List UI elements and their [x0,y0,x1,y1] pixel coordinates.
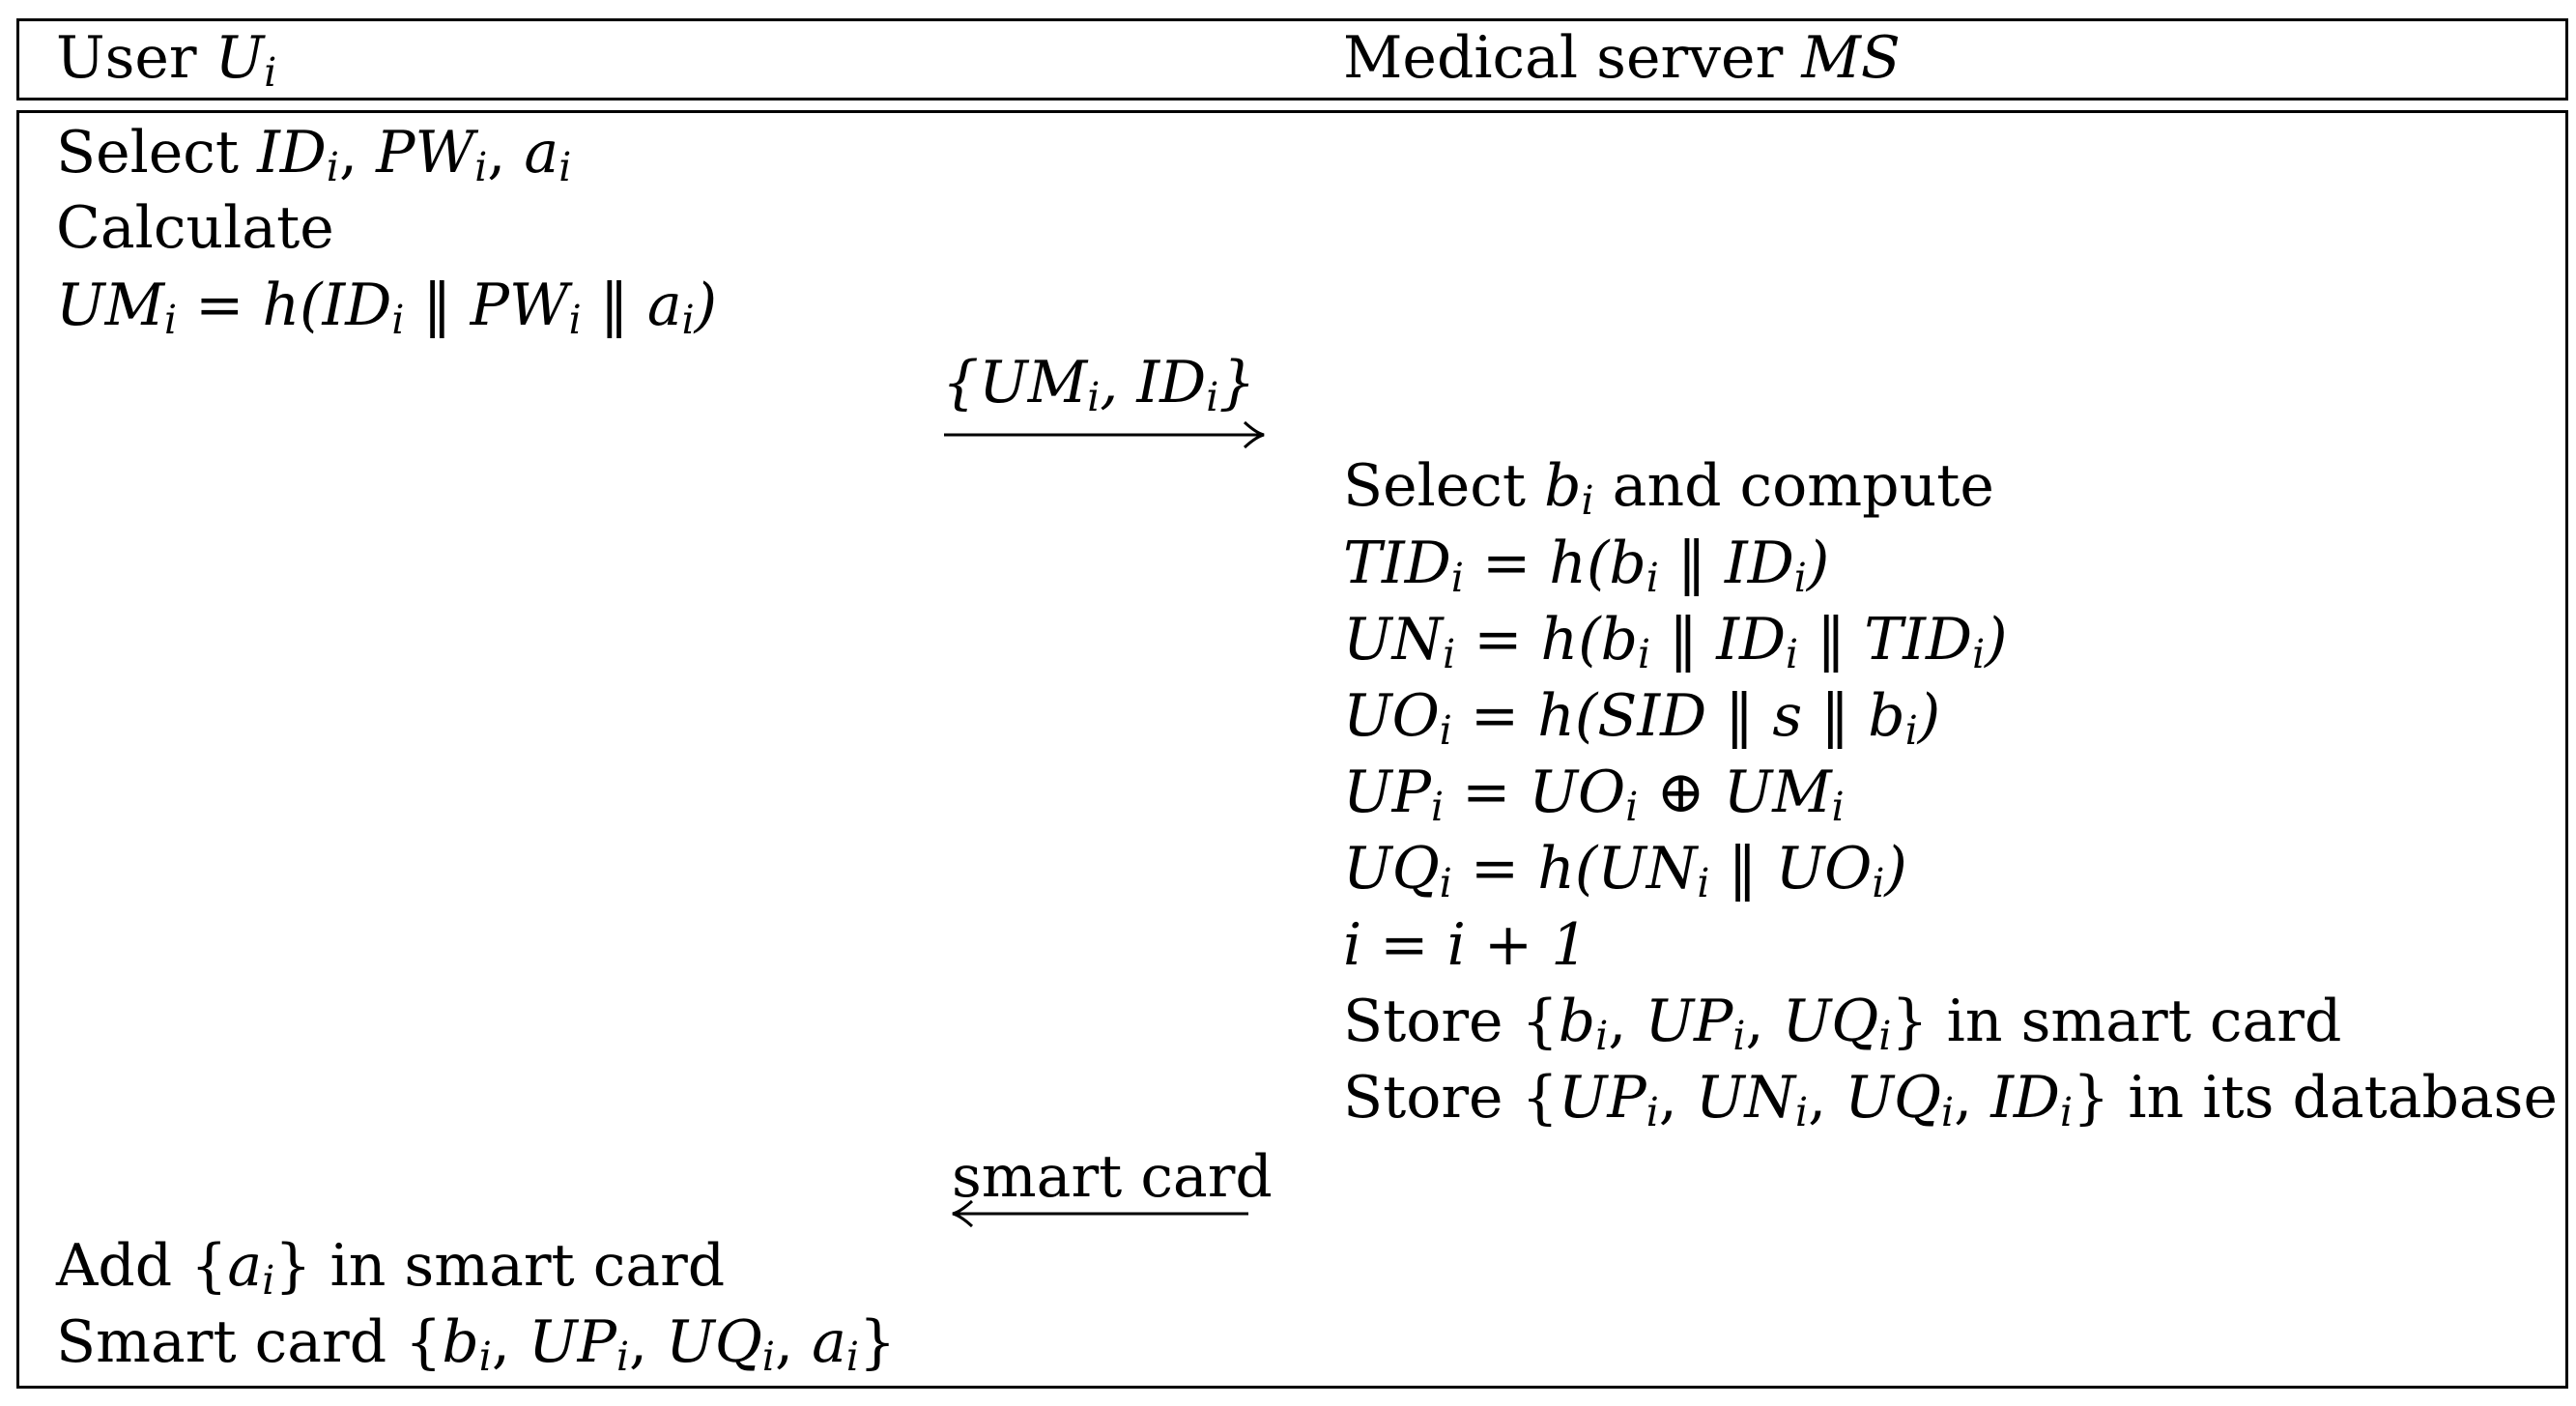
increment-equation: i = i + 1 [1343,911,1589,979]
message-to-user-label: smart card [952,1143,1273,1211]
uq-equation: UQi = h(UNi ‖ UOi) [1343,835,1907,906]
smart-card-line: Smart card {bi, UPi, UQi, ai} [56,1308,897,1380]
store-smart-card-line: Store {bi, UPi, UQi} in smart card [1343,988,2342,1059]
tid-equation: TIDi = h(bi ‖ IDi) [1343,530,1830,601]
message-to-server-label: {UMi, IDi} [942,349,1256,420]
protocol-body [16,110,2568,1389]
un-equation: UNi = h(bi ‖ IDi ‖ TIDi) [1343,606,2008,677]
header-row [16,18,2568,100]
user-calculate-line: Calculate [56,194,334,262]
store-database-line: Store {UPi, UNi, UQi, IDi} in its databa… [1343,1064,2558,1135]
user-um-equation: UMi = h(IDi ‖ PWi ‖ ai) [56,272,718,343]
user-select-line: Select IDi, PWi, ai [56,119,572,190]
server-header: Medical server MS [1343,24,1901,92]
up-equation: UPi = UOi ⊕ UMi [1343,759,1845,830]
add-line: Add {ai} in smart card [56,1232,726,1304]
uo-equation: UOi = h(SID ‖ s ‖ bi) [1343,682,1941,754]
server-select-line: Select bi and compute [1343,452,1994,524]
user-header: User Ui [56,24,277,96]
